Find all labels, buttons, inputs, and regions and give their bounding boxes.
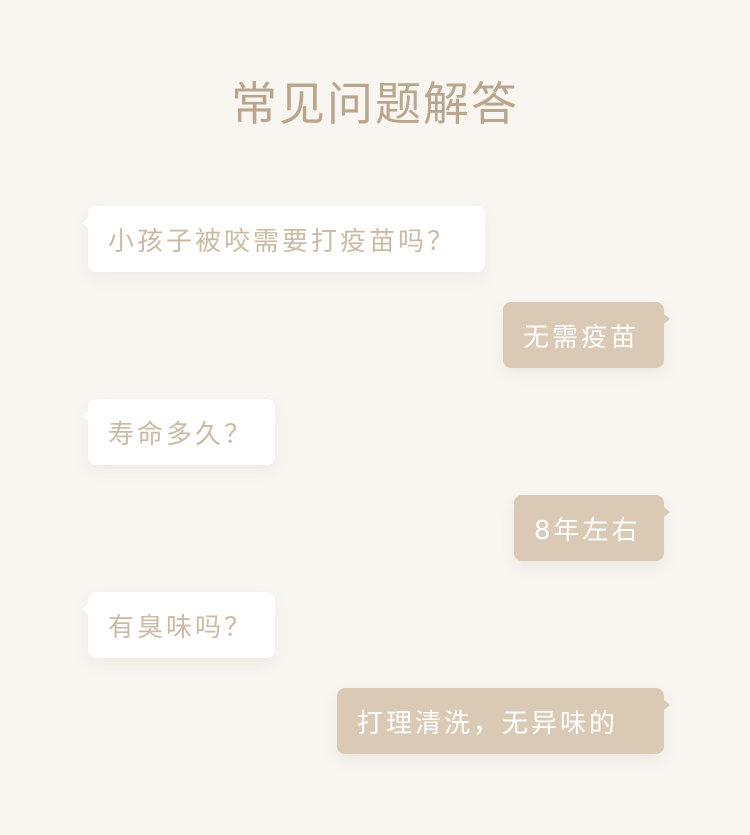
answer-text: 无需疫苗 (523, 322, 640, 353)
question-text: 有臭味吗？ (108, 612, 254, 643)
answer-bubble-1: 无需疫苗 (503, 302, 670, 368)
page-title: 常见问题解答 (231, 77, 519, 131)
bubble-tail (664, 700, 670, 710)
question-bubble-2: 寿命多久？ (82, 399, 275, 465)
question-bubble-3: 有臭味吗？ (82, 592, 275, 658)
answer-text: 打理清洗，无异味的 (357, 708, 619, 739)
bubble-tail (664, 314, 670, 324)
bubble-tail (82, 604, 88, 614)
answer-bubble-2: 8年左右 (514, 495, 670, 561)
answer-bubble-3: 打理清洗，无异味的 (337, 688, 670, 754)
question-text: 小孩子被咬需要打疫苗吗？ (108, 226, 457, 257)
question-text: 寿命多久？ (108, 419, 254, 450)
bubble-tail (82, 218, 88, 228)
bubble-tail (664, 507, 670, 517)
question-bubble-1: 小孩子被咬需要打疫苗吗？ (82, 206, 485, 272)
answer-text: 8年左右 (534, 515, 641, 546)
bubble-tail (82, 411, 88, 421)
